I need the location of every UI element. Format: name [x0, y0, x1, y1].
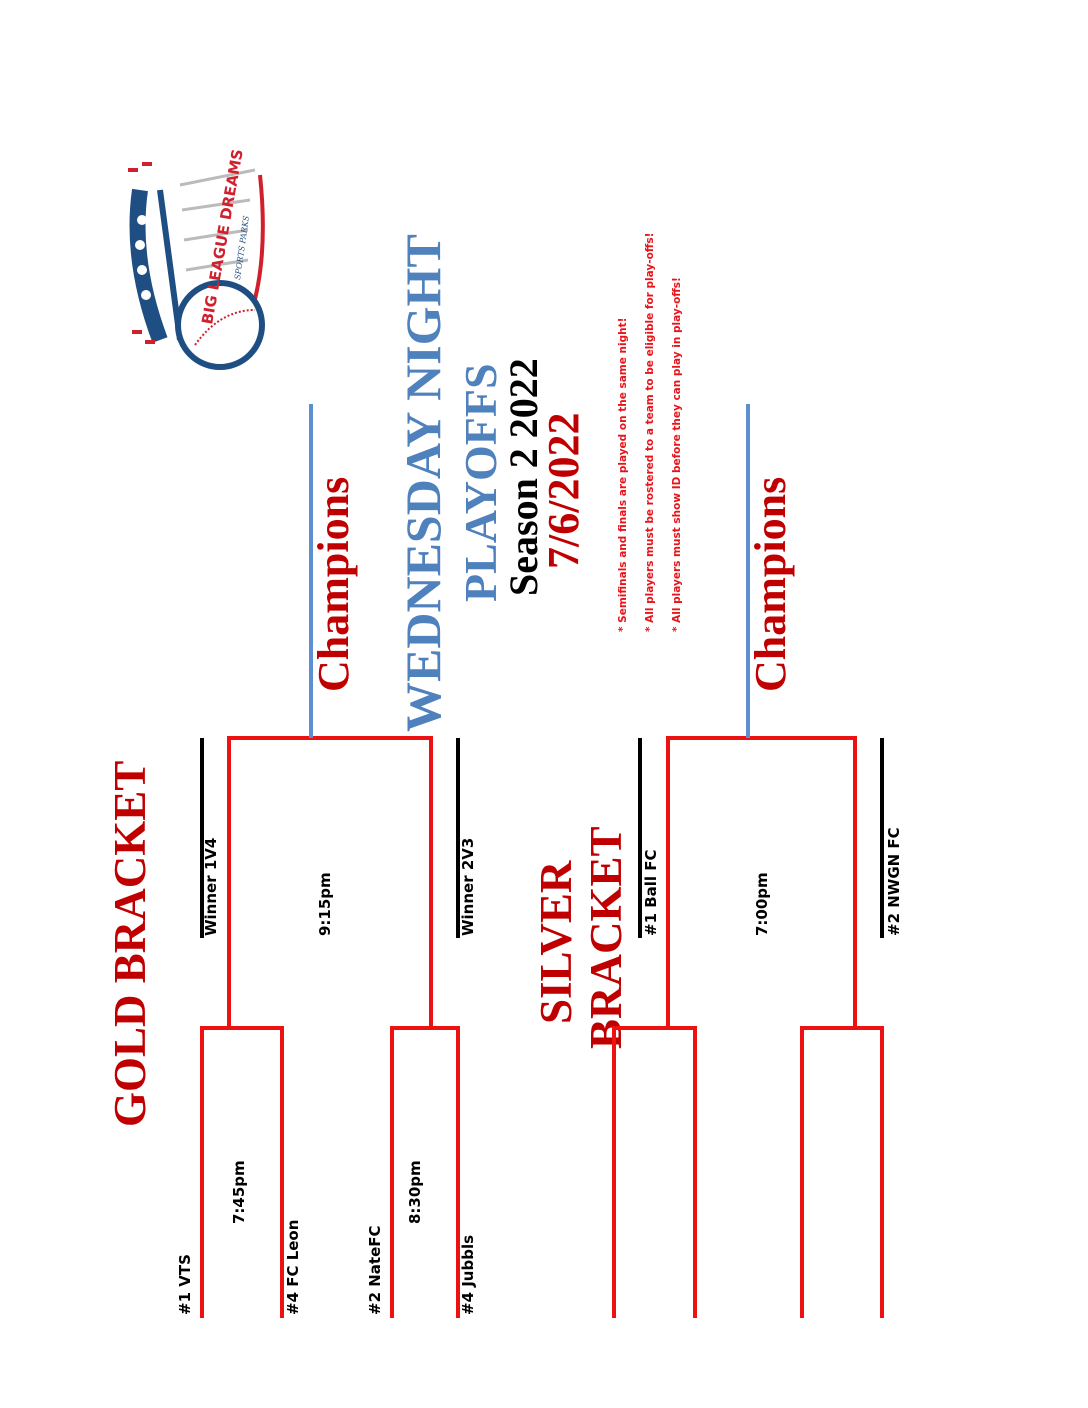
silver-winner-line — [880, 738, 884, 938]
gold-champion-line — [309, 404, 313, 738]
big-league-dreams-logo: BIG LEAGUE DREAMS SPORTS PARKS — [128, 150, 265, 370]
team-label: #1 VTS — [176, 1254, 194, 1315]
game-time: 9:15pm — [316, 872, 334, 936]
silver-champions-label: Champions — [746, 476, 795, 692]
note-1: * Semifinals and finals are played on th… — [617, 317, 629, 632]
silver-winner-line — [638, 738, 642, 938]
silver-champion-line — [746, 404, 750, 738]
gold-r1-line — [200, 1026, 204, 1318]
gold-final-line — [429, 736, 433, 1030]
silver-r1-line — [800, 1026, 804, 1318]
logo-tagline: SPORTS PARKS — [233, 215, 251, 281]
game-time: 7:00pm — [753, 872, 771, 936]
silver-r1-line — [880, 1026, 884, 1318]
silver-r1-line — [612, 1026, 616, 1318]
gold-r1-line — [390, 1026, 394, 1318]
silver-final-line — [666, 736, 670, 1030]
silver-bracket-heading-2: BRACKET — [581, 826, 631, 1049]
gold-r1-line — [200, 1026, 284, 1030]
team-label: #2 NWGN FC — [885, 827, 903, 936]
team-label: Winner 1V4 — [202, 837, 220, 936]
gold-final-line — [227, 736, 433, 740]
silver-final-line — [853, 736, 857, 1030]
gold-champions-label: Champions — [309, 476, 358, 692]
silver-r1-line — [693, 1026, 697, 1318]
silver-bracket-heading-1: SILVER — [531, 860, 581, 1024]
team-label: Winner 2V3 — [459, 837, 477, 936]
gold-r1-line — [280, 1026, 284, 1318]
team-label: #2 NateFC — [366, 1225, 384, 1315]
gold-final-line — [227, 736, 231, 1030]
team-label: #4 FC Leon — [284, 1219, 302, 1315]
silver-final-line — [666, 736, 857, 740]
season-label: Season 2 2022 — [501, 358, 546, 596]
gold-winner-line — [200, 738, 204, 938]
gold-winner-line — [456, 738, 460, 938]
note-3: * All players must show ID before they c… — [671, 277, 683, 632]
team-label: #1 Ball FC — [642, 849, 660, 936]
game-time: 8:30pm — [406, 1160, 424, 1224]
note-2: * All players must be rostered to a team… — [644, 232, 656, 632]
title-line2: PLAYOFFS — [455, 363, 506, 602]
silver-r1-line — [800, 1026, 884, 1030]
title-line1: WEDNESDAY NIGHT — [395, 234, 451, 732]
gold-r1-line — [390, 1026, 460, 1030]
gold-bracket-heading: GOLD BRACKET — [105, 760, 155, 1127]
silver-r1-line — [612, 1026, 697, 1030]
game-time: 7:45pm — [230, 1160, 248, 1224]
gold-r1-line — [456, 1026, 460, 1318]
date-label: 7/6/2022 — [539, 412, 588, 569]
team-label: #4 Jubbls — [459, 1234, 477, 1315]
